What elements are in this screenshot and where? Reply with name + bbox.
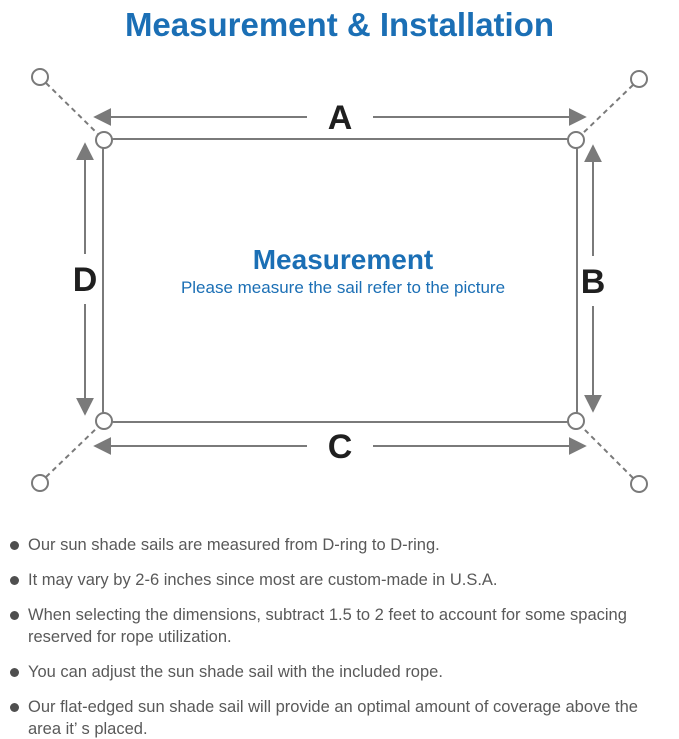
notes-list: Our sun shade sails are measured from D-… [0, 534, 679, 739]
dimension-label-d: D [73, 261, 98, 299]
note-text: Our sun shade sails are measured from D-… [28, 536, 440, 554]
anchor-point-bottom-right [630, 475, 648, 493]
note-item: It may vary by 2-6 inches since most are… [10, 569, 675, 591]
rope-dashed-line-bottom-left [45, 424, 101, 478]
bullet-icon [10, 611, 19, 620]
measurement-diagram: A C D B Measurement Please measure the s… [0, 60, 679, 520]
dimension-label-c: C [328, 428, 353, 466]
d-ring-bottom-right [567, 412, 585, 430]
anchor-point-top-right [630, 70, 648, 88]
dimension-label-a: A [328, 99, 353, 137]
note-item: You can adjust the sun shade sail with t… [10, 661, 675, 683]
measurement-diagram-svg: A C D B Measurement Please measure the s… [31, 68, 648, 493]
note-item: When selecting the dimensions, subtract … [10, 604, 675, 648]
note-item: Our flat-edged sun shade sail will provi… [10, 696, 675, 739]
bullet-icon [10, 541, 19, 550]
page-title: Measurement & Installation [124, 6, 555, 43]
note-item: Our sun shade sails are measured from D-… [10, 534, 675, 556]
rope-dashed-line-bottom-right [579, 424, 634, 479]
dimension-label-b: B [581, 263, 606, 301]
rope-dashed-line-top-left [45, 82, 101, 137]
d-ring-top-left [95, 131, 113, 149]
diagram-center-subtitle: Please measure the sail refer to the pic… [181, 278, 505, 297]
diagram-center-title: Measurement [253, 244, 434, 275]
bullet-icon [10, 668, 19, 677]
bullet-icon [10, 576, 19, 585]
note-text: Our flat-edged sun shade sail will provi… [28, 698, 638, 738]
note-text: You can adjust the sun shade sail with t… [28, 663, 443, 681]
rope-dashed-line-top-right [579, 84, 634, 137]
d-ring-top-right [567, 131, 585, 149]
sail-outline [102, 138, 578, 423]
note-text: It may vary by 2-6 inches since most are… [28, 571, 498, 589]
d-ring-bottom-left [95, 412, 113, 430]
anchor-point-top-left [31, 68, 49, 86]
bullet-icon [10, 703, 19, 712]
anchor-point-bottom-left [31, 474, 49, 492]
note-text: When selecting the dimensions, subtract … [28, 606, 627, 646]
